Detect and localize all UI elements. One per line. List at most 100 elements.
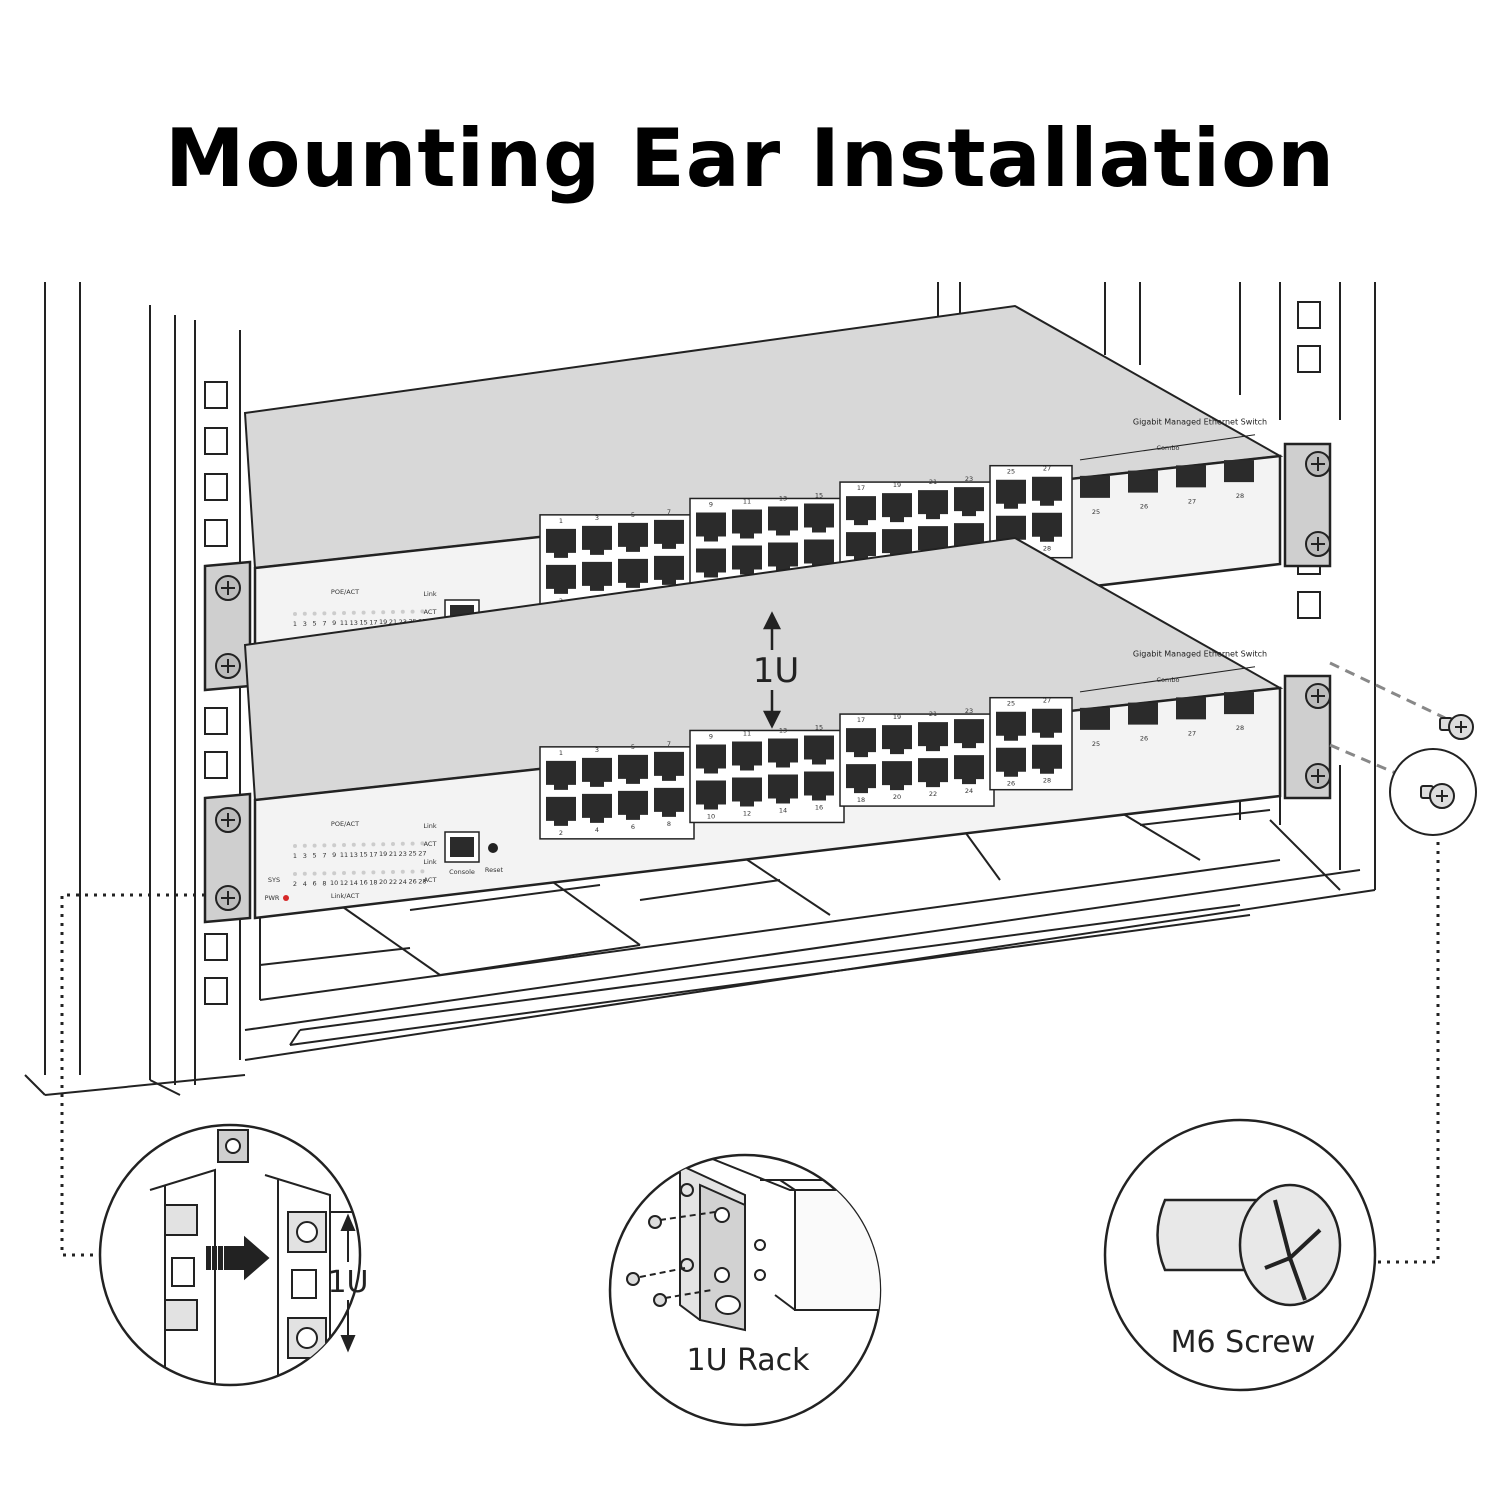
rj45-port [618,522,648,552]
led [332,871,337,876]
led-row-label: Link [423,858,437,866]
port-number-bottom: 14 [779,806,787,814]
port-number-top: 1 [559,517,563,525]
led-row-label: ACT [424,608,437,616]
rj45-port [732,741,762,771]
rj45-port [804,539,834,569]
led-number-top: 27 [418,849,426,857]
screw-label: M6 Screw [1171,1325,1316,1360]
port-number-top: 7 [667,740,671,748]
combo-line [1079,666,1256,693]
rj45-port [918,490,948,520]
link-act-label: Link/ACT [331,892,359,900]
port-number-top: 23 [965,475,973,483]
led-number-bottom: 10 [330,879,338,887]
port-number-bottom: 18 [857,796,865,804]
rack-ear-label: 1U Rack [686,1343,810,1378]
led-number-top: 21 [389,618,397,626]
callout-rack-ear: 1U Rack [608,1153,882,1427]
port-number-bottom: 10 [707,812,715,820]
led [371,842,376,847]
poe-act-label: POE/ACT [331,588,359,596]
spacing-label: 1U [753,651,800,691]
led-number-bottom: 24 [399,878,407,886]
port-number-top: 23 [965,707,973,715]
led [371,870,376,875]
rj45-port [1032,708,1062,738]
port-number-bottom: 22 [929,790,937,798]
port-number-top: 27 [1043,465,1051,473]
rj45-port [996,711,1026,741]
led [391,610,395,614]
led-number-top: 11 [340,619,348,627]
port-number-top: 19 [893,713,901,721]
port-number-top: 1 [559,749,563,757]
rj45-port [996,747,1026,777]
rj45-port [618,558,648,588]
rj45-port [696,548,726,578]
port-number-top: 15 [815,723,823,731]
sfp-number: 26 [1140,735,1148,743]
led [332,843,337,848]
rj45-port [582,561,612,591]
led-number-top: 17 [369,618,377,626]
sfp-slot [1128,470,1158,493]
rj45-port [546,528,576,558]
rj45-port [732,777,762,807]
callout-cage-nut: 1U [98,1123,369,1387]
led [420,841,425,846]
led [351,842,356,847]
led-number-bottom: 6 [313,880,317,888]
rj45-port [996,479,1026,509]
led-number-top: 3 [303,620,307,628]
port-number-top: 5 [631,743,635,751]
port-number-top: 17 [857,716,865,724]
rj45-port [804,771,834,801]
led-number-top: 23 [399,618,407,626]
rj45-port [618,790,648,820]
port-number-top: 17 [857,484,865,492]
led [302,843,307,848]
rj45-port [804,735,834,765]
rj45-port [696,780,726,810]
led [332,611,337,616]
port-number-top: 3 [595,746,599,754]
port-number-top: 13 [779,726,787,734]
rj45-port [768,506,798,536]
led-number-bottom: 2 [293,880,297,888]
led [361,870,366,875]
rj45-port [546,760,576,790]
screw-guide-lines [1329,661,1446,777]
port-number-top: 21 [929,478,937,486]
led-number-top: 9 [332,619,336,627]
port-number-bottom: 4 [595,826,599,834]
screw-slot-icon [221,813,235,827]
sfp-number: 25 [1092,508,1100,516]
led-number-top: 7 [322,851,326,859]
port-number-bottom: 28 [1043,777,1051,785]
screw-magnifier [1389,748,1477,836]
led-number-top: 13 [350,619,358,627]
cage-nut-1u-label: 1U [327,1265,368,1300]
led [322,843,327,848]
combo-label: Combo [1157,444,1180,452]
console-label: Console [449,868,475,876]
sfp-number: 28 [1236,492,1244,500]
port-number-bottom: 26 [1007,780,1015,788]
led [400,609,405,614]
rj45-port [846,496,876,526]
rj45-port [582,525,612,555]
page-title: Mounting Ear Installation [164,112,1336,205]
led-number-top: 1 [293,620,297,628]
led [391,842,395,846]
led [293,872,297,876]
led-number-top: 15 [359,851,367,859]
rj45-port [954,719,984,749]
rack-frame [24,282,1376,1096]
screw-slot-icon [1311,769,1325,783]
led-number-top: 19 [379,618,387,626]
led [400,869,405,874]
combo-label: Combo [1157,676,1180,684]
sfp-slot [1224,460,1254,483]
led-row-label: Link [423,822,437,830]
